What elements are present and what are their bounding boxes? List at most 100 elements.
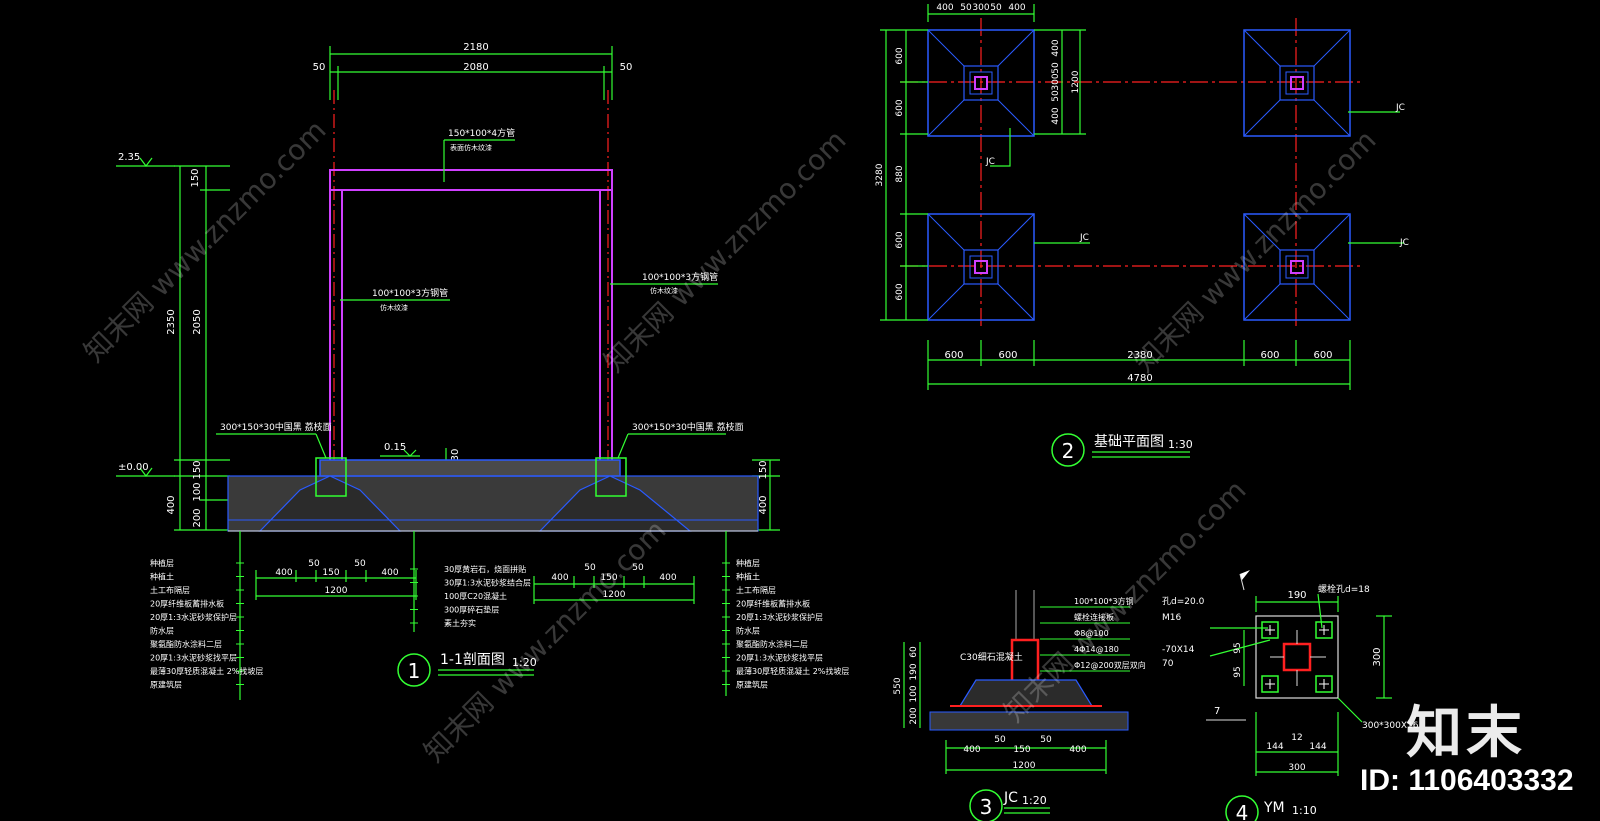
title-4-scale: 1:10 bbox=[1292, 804, 1317, 817]
ym-bdim-144a: 144 bbox=[1266, 742, 1283, 752]
layer-label: 100厚C20混凝土 bbox=[444, 591, 507, 601]
pdim-top-50b: 50 bbox=[990, 3, 1002, 13]
bdim-l-50a: 50 bbox=[308, 559, 320, 569]
layer-label: 种植土 bbox=[736, 572, 760, 582]
jc-bdim-1200: 1200 bbox=[1013, 761, 1036, 771]
vdim-right-400: 400 bbox=[758, 495, 769, 514]
bdim-r-150: 150 bbox=[600, 573, 617, 583]
bdim-r-50a: 50 bbox=[584, 563, 596, 573]
bdim-l-50b: 50 bbox=[354, 559, 366, 569]
ym-300x300: 300*300X16 bbox=[1362, 721, 1419, 731]
column-left bbox=[329, 189, 343, 491]
elev-0-00: ±0.00 bbox=[118, 462, 149, 473]
layer-label: 20厚纤维板蓄排水板 bbox=[736, 599, 810, 609]
pdim-in-300: 300 bbox=[1051, 73, 1061, 90]
bdim-l-400b: 400 bbox=[381, 568, 398, 578]
title-3-text: JC bbox=[1003, 790, 1018, 806]
layer-label: 30厚1:3水泥砂浆结合层 bbox=[444, 578, 531, 588]
vdim-150-top: 150 bbox=[190, 168, 201, 187]
brand-logo: 知末 bbox=[1406, 701, 1526, 766]
vdim-100: 100 bbox=[192, 482, 203, 501]
dim-50-left: 50 bbox=[313, 62, 326, 73]
pdim-left-600d: 600 bbox=[895, 283, 905, 300]
title-1-num: 1 bbox=[408, 659, 421, 683]
ym-m16: M16 bbox=[1162, 613, 1181, 623]
layer-label: 聚氨酯防水涂料二层 bbox=[150, 639, 222, 649]
column-right-note: 仿木纹漆 bbox=[650, 286, 678, 295]
layer-label: 防水层 bbox=[150, 626, 174, 636]
title-4-num: 4 bbox=[1236, 801, 1249, 821]
elev-2-35: 2.35 bbox=[118, 152, 140, 163]
paving-layer bbox=[319, 459, 621, 477]
pdim-bot-600b: 600 bbox=[998, 350, 1017, 361]
bdim-r-400b: 400 bbox=[659, 573, 676, 583]
cap-left-label: 300*150*30中国黑 荔枝面 bbox=[220, 421, 332, 433]
bolt-hole-icon bbox=[1315, 621, 1333, 639]
pdim-left-3280: 3280 bbox=[875, 163, 885, 186]
bolt-hole-icon bbox=[1315, 675, 1333, 693]
ym-bdim-300: 300 bbox=[1288, 763, 1305, 773]
bdim-l-1200: 1200 bbox=[325, 586, 348, 596]
title-2-circle bbox=[1051, 433, 1085, 467]
bolt-hole-icon bbox=[1261, 621, 1279, 639]
vdim-150-low: 150 bbox=[192, 460, 203, 479]
jc-leader-labels: 100*100*3方钢螺栓连接板Φ8@1004Φ14@180Φ12@200双层双… bbox=[1040, 596, 1146, 672]
jc-vdim-200: 200 bbox=[909, 707, 919, 724]
pdim-in-50a: 50 bbox=[1051, 62, 1061, 74]
jc-c30: C30细石混凝土 bbox=[960, 651, 1023, 663]
title-2-text: 基础平面图 bbox=[1094, 433, 1164, 450]
title-1-scale: 1:20 bbox=[512, 656, 537, 669]
ym-bdim-144b: 144 bbox=[1309, 742, 1326, 752]
layer-label: 20厚1:3水泥砂浆保护层 bbox=[736, 612, 823, 622]
jc-bdim-400a: 400 bbox=[963, 745, 980, 755]
bdim-r-50b: 50 bbox=[632, 563, 644, 573]
title-2-num: 2 bbox=[1062, 439, 1075, 463]
jc-vdim-60: 60 bbox=[909, 646, 919, 658]
vdim-2050: 2050 bbox=[192, 309, 203, 334]
jc-label: Φ8@100 bbox=[1074, 629, 1109, 638]
jc-bdim-150: 150 bbox=[1013, 745, 1030, 755]
dim-2180: 2180 bbox=[463, 42, 488, 53]
title-3-scale: 1:20 bbox=[1022, 794, 1047, 807]
bolt-hole-icon bbox=[1261, 675, 1279, 693]
ym-vdim-300: 300 bbox=[1372, 647, 1383, 666]
layer-label: 最薄30厚轻质混凝土 2%找坡层 bbox=[150, 666, 263, 676]
jc-bdim-50a: 50 bbox=[994, 735, 1006, 745]
ym-hole: 孔d=20.0 bbox=[1162, 596, 1205, 607]
layer-label: 20厚1:3水泥砂浆找平层 bbox=[736, 653, 823, 663]
ym-vdim-95a: 95 bbox=[1233, 642, 1243, 653]
layer-label: 20厚1:3水泥砂浆保护层 bbox=[150, 612, 237, 622]
layers-right-list: 种植层种植土土工布隔层20厚纤维板蓄排水板20厚1:3水泥砂浆保护层防水层聚氨酯… bbox=[722, 558, 849, 690]
jc-base bbox=[929, 711, 1129, 731]
bdim-l-400a: 400 bbox=[275, 568, 292, 578]
jc-bdim-50b: 50 bbox=[1040, 735, 1052, 745]
pdim-left-600a: 600 bbox=[895, 47, 905, 64]
layers-left-list: 种植层种植土土工布隔层20厚纤维板蓄排水板20厚1:3水泥砂浆保护层防水层聚氨酯… bbox=[150, 558, 263, 690]
pdim-top-400a: 400 bbox=[936, 3, 953, 13]
vdim-30: 30 bbox=[450, 449, 461, 462]
title-2-scale: 1:30 bbox=[1168, 438, 1193, 451]
ym-column bbox=[1282, 642, 1312, 672]
layer-label: 防水层 bbox=[736, 626, 760, 636]
layer-label: 30厚黄岩石，烧面拼贴 bbox=[444, 564, 526, 574]
pdim-bot-600c: 600 bbox=[1260, 350, 1279, 361]
pdim-bot-2380: 2380 bbox=[1127, 350, 1152, 361]
title-3-circle bbox=[969, 789, 1003, 821]
footing-2 bbox=[1243, 29, 1351, 137]
ym-vdim-95b: 95 bbox=[1233, 666, 1243, 677]
jc-label: 4Φ14@180 bbox=[1074, 645, 1119, 654]
pdim-bot-600a: 600 bbox=[944, 350, 963, 361]
elev-0-15: 0.15 bbox=[384, 442, 406, 453]
pdim-top-50a: 50 bbox=[960, 3, 972, 13]
cap-right-label: 300*150*30中国黑 荔枝面 bbox=[632, 421, 744, 433]
pdim-in-400b: 400 bbox=[1051, 107, 1061, 124]
layer-label: 原建筑层 bbox=[150, 680, 182, 690]
pdim-bot-600d: 600 bbox=[1313, 350, 1332, 361]
ym-mark-7: 7 bbox=[1214, 706, 1220, 717]
ym-bdim-12: 12 bbox=[1291, 733, 1302, 743]
pdim-left-880: 880 bbox=[895, 165, 905, 182]
footing-4 bbox=[1243, 213, 1351, 321]
layer-label: 土工布隔层 bbox=[150, 585, 190, 595]
jc-vdim-550: 550 bbox=[893, 677, 903, 694]
